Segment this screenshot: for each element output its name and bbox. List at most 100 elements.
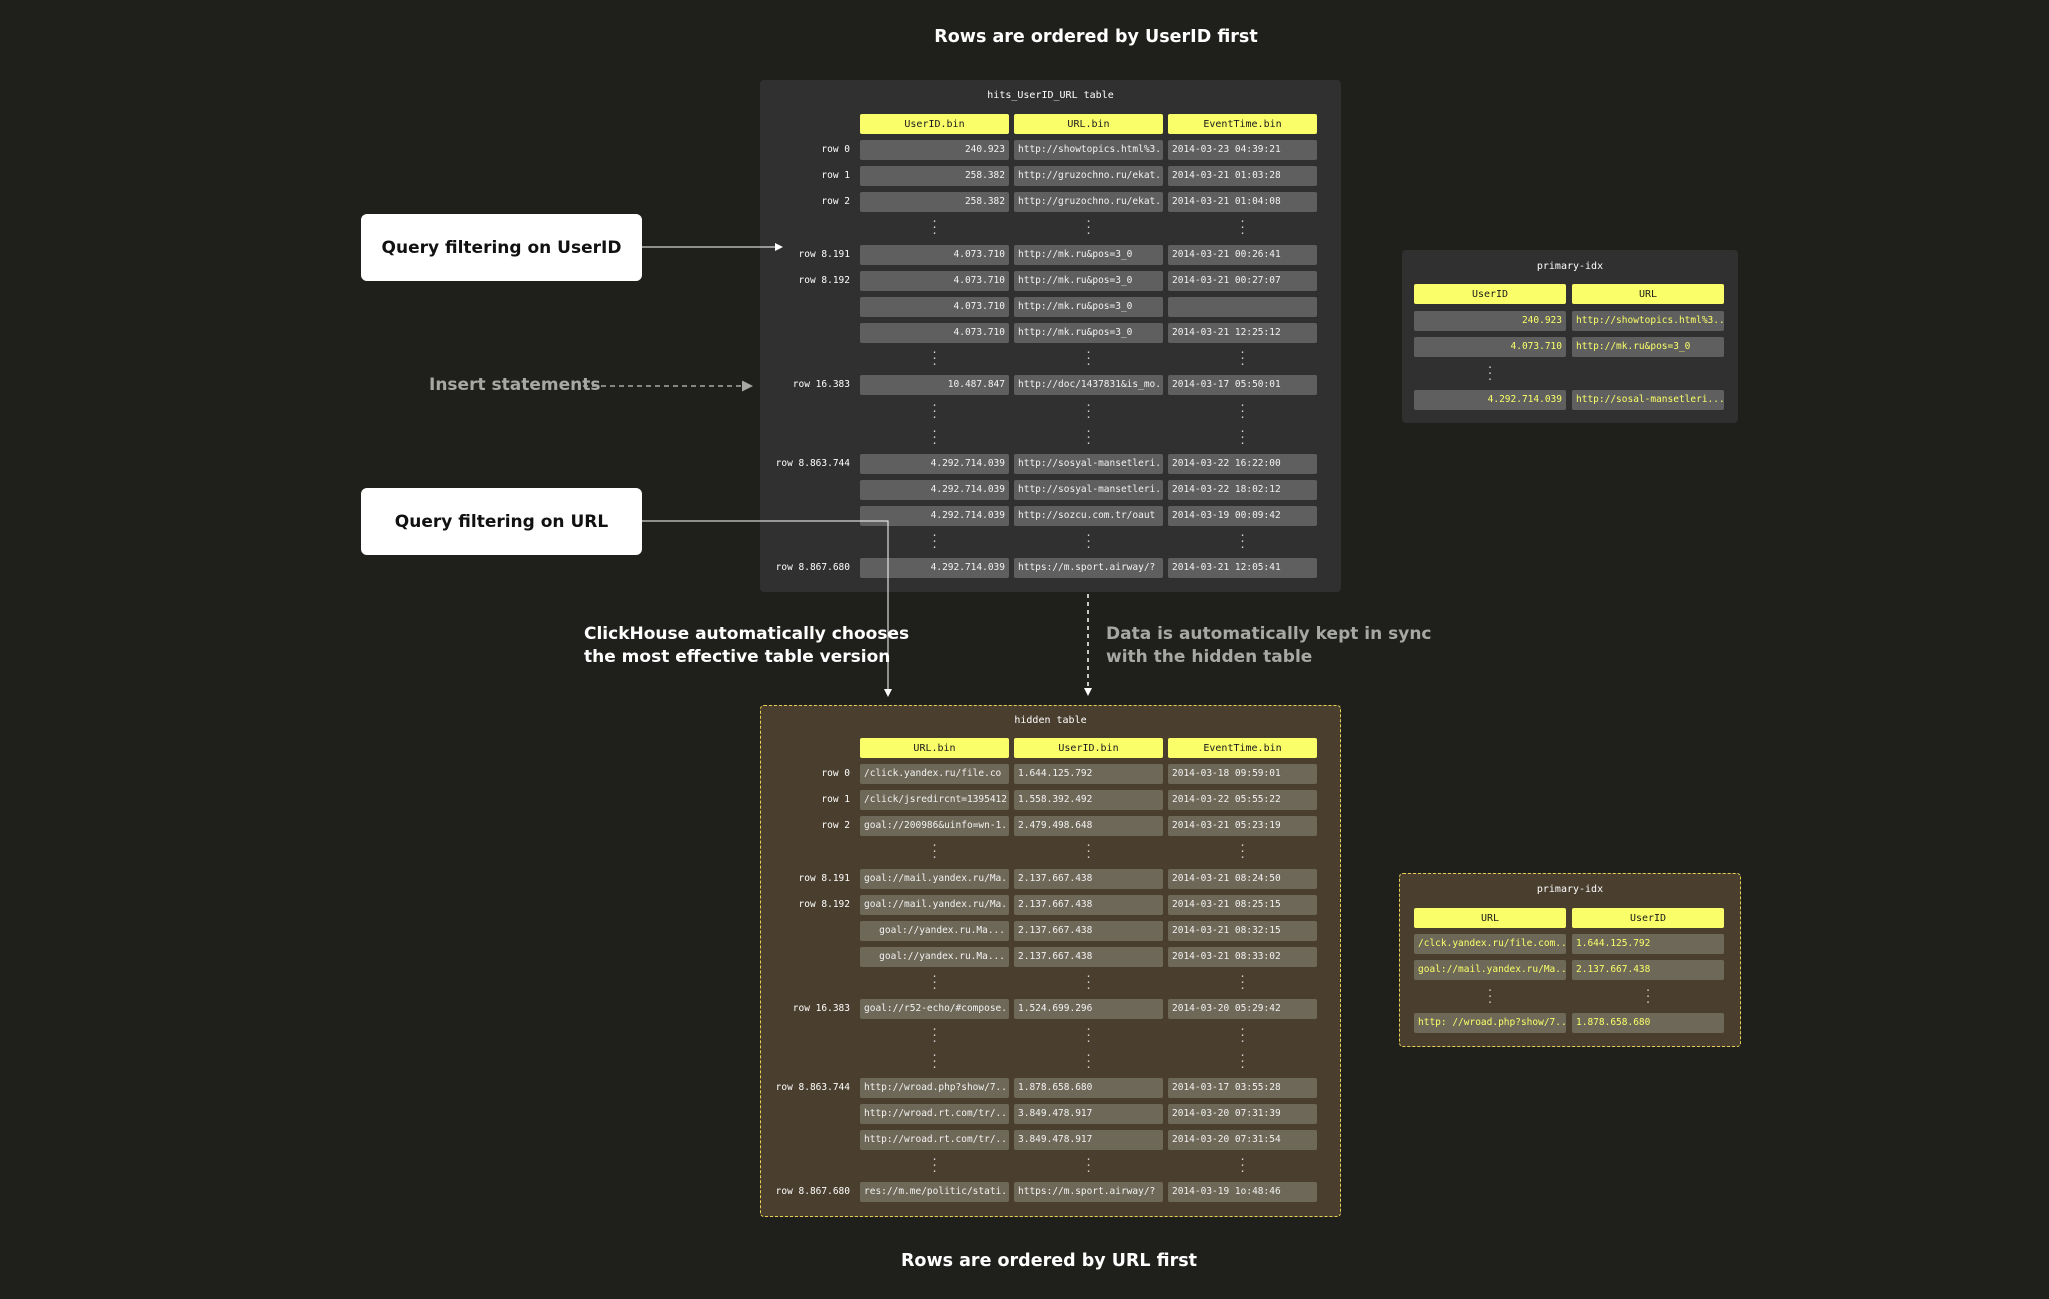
hidden_table-cell: 3.849.478.917	[1014, 1130, 1163, 1151]
top-heading: Rows are ordered by UserID first	[934, 27, 1258, 47]
main_table-row-label: row 2	[821, 196, 850, 208]
hidden_table-cell: res://m.me/politic/stati...	[860, 1182, 1009, 1203]
main_table-cell: https://m.sport.airway/?	[1014, 558, 1163, 579]
main_table-ellipsis: · · ·	[1085, 346, 1092, 372]
hidden_table-cell: goal://r52-echo/#compose...	[860, 999, 1009, 1020]
main_table-cell: http://gruzochno.ru/ekat...	[1014, 192, 1163, 213]
main_table-cell: http://mk.ru&pos=3_0	[1014, 244, 1163, 265]
main_table-ellipsis: · · ·	[1239, 398, 1246, 424]
main_table-header-1: URL.bin	[1014, 114, 1163, 134]
hidden_table-row-label: row 8.191	[798, 872, 850, 884]
main_table-row-label: row 0	[821, 144, 850, 155]
hidden_table-row-label: row 0	[821, 768, 850, 779]
main_table-cell: http://mk.ru&pos=3_0	[1014, 270, 1163, 291]
hidden_table-cell: goal://mail.yandex.ru/Ma...	[860, 868, 1009, 889]
bottom-heading: Rows are ordered by URL first	[900, 1251, 1198, 1271]
hidden_table-ellipsis: · · ·	[1239, 1022, 1246, 1048]
main_table-cell: http://sosyal-mansetleri...	[1014, 479, 1163, 500]
main_table-ellipsis: · · ·	[1085, 529, 1092, 555]
main_table-row-label: row 8.191	[798, 248, 850, 260]
main_table-cell: 2014-03-21 01:03:28	[1168, 166, 1317, 187]
hidden_table-cell: 2014-03-20 07:31:54	[1168, 1130, 1317, 1151]
hidden_table-ellipsis: · · ·	[1085, 1022, 1092, 1048]
main_table-ellipsis: · · ·	[931, 424, 938, 450]
main_table-ellipsis: · · ·	[1085, 215, 1092, 241]
insert-statements-label: Insert statements	[429, 375, 601, 395]
hidden_table-cell: 2.137.667.438	[1014, 947, 1163, 968]
primary_idx_top-header-0: UserID	[1414, 284, 1566, 304]
hidden_table-cell: 2014-03-20 05:29:42	[1168, 999, 1317, 1020]
hidden_table-cell: 2.479.498.648	[1014, 816, 1163, 837]
hidden_table-header-1: UserID.bin	[1014, 738, 1163, 758]
hidden_table-cell: /click/jsredircnt=1395412...	[860, 790, 1009, 811]
primary_idx_top-cell: http://sosal-mansetleri...	[1572, 389, 1724, 410]
hidden_table-cell: 2014-03-21 08:25:15	[1168, 894, 1317, 915]
primary_idx_top-cell: http://mk.ru&pos=3_0	[1572, 337, 1724, 358]
query-url-box: Query filtering on URL	[361, 488, 642, 555]
primary_idx_bottom-cell: /clck.yandex.ru/file.com...	[1414, 934, 1566, 954]
main_table-ellipsis: · · ·	[931, 215, 938, 241]
hidden_table-cell: 2014-03-19 1o:48:46	[1168, 1182, 1317, 1203]
main_table-row-label: row 8.863.744	[775, 457, 850, 469]
main_table-cell: 2014-03-21 00:27:07	[1168, 270, 1317, 291]
main_table-cell: 240.923	[860, 140, 1009, 160]
primary_idx_bottom-header-0: URL	[1414, 908, 1566, 928]
hidden_table-cell: /click.yandex.ru/file.co ...	[860, 764, 1009, 784]
hidden_table-row-label: row 8.192	[798, 898, 850, 910]
primary_idx_bottom-ellipsis: · · ·	[1644, 983, 1652, 1009]
hidden_table-cell: 2014-03-18 09:59:01	[1168, 764, 1317, 784]
hidden-table-title: hidden table	[1014, 715, 1087, 726]
sync-note: Data is automatically kept in sync with …	[1106, 624, 1432, 667]
hidden_table-cell: 1.644.125.792	[1014, 764, 1163, 784]
hidden_table-cell: goal://200986&uinfo=wn-1...	[860, 816, 1009, 837]
main_table-header-0: UserID.bin	[860, 114, 1009, 134]
primary_idx_bottom-cell: http: //wroad.php?show/7...	[1414, 1013, 1566, 1034]
hidden_table-cell: goal://yandex.ru.Ma...	[860, 947, 1009, 968]
auto-choose-note: ClickHouse automatically chooses the mos…	[584, 624, 910, 667]
main_table-cell: http://doc/1437831&is_mo...	[1014, 375, 1163, 396]
hidden_table-ellipsis: · · ·	[1239, 1048, 1246, 1074]
main_table-ellipsis: · · ·	[931, 529, 938, 555]
hidden_table-cell: 2014-03-21 05:23:19	[1168, 816, 1317, 837]
hidden_table-row-label: row 16.383	[792, 1003, 850, 1015]
hidden_table-cell: https://m.sport.airway/?	[1014, 1182, 1163, 1203]
main_table-cell: 4.073.710	[860, 270, 1009, 291]
hidden_table-cell: 2.137.667.438	[1014, 920, 1163, 941]
main_table-cell: 2014-03-22 16:22:00	[1168, 453, 1317, 474]
main_table-ellipsis: · · ·	[1239, 215, 1246, 241]
hidden_table-ellipsis: · · ·	[1239, 839, 1246, 865]
main_table-cell	[1168, 296, 1317, 317]
hidden_table-ellipsis: · · ·	[931, 1048, 938, 1074]
primary_idx_top-cell: 4.073.710	[1414, 337, 1566, 358]
main_table-cell: http://sozcu.com.tr/oaut	[1014, 506, 1163, 527]
hidden_table-ellipsis: · · ·	[1085, 839, 1092, 865]
query-userid-box: Query filtering on UserID	[361, 214, 642, 281]
primary_idx_top-cell: 4.292.714.039	[1414, 389, 1566, 410]
main_table-ellipsis: · · ·	[1085, 424, 1092, 450]
primary_idx_bottom-cell: 1.644.125.792	[1572, 934, 1724, 954]
hidden_table-ellipsis: · · ·	[1239, 970, 1246, 996]
hidden_table-ellipsis: · · ·	[931, 1022, 938, 1048]
primary_idx_top-header-1: URL	[1572, 284, 1724, 304]
main_table-cell: http://gruzochno.ru/ekat...	[1014, 166, 1163, 187]
hidden_table-cell: 2014-03-20 07:31:39	[1168, 1103, 1317, 1124]
main_table-cell: 2014-03-21 01:04:08	[1168, 192, 1317, 213]
main-table-title: hits_UserID_URL table	[987, 90, 1114, 101]
primary_idx_bottom-cell: 2.137.667.438	[1572, 960, 1724, 981]
main_table-cell: 2014-03-21 12:05:41	[1168, 558, 1317, 579]
main_table-ellipsis: · · ·	[1239, 346, 1246, 372]
primary_idx_bottom-header-1: UserID	[1572, 908, 1724, 928]
hidden_table-cell: 1.878.658.680	[1014, 1077, 1163, 1098]
main_table-cell: 2014-03-17 05:50:01	[1168, 375, 1317, 396]
main_table-cell: 4.292.714.039	[860, 453, 1009, 474]
hidden_table-cell: http://wroad.rt.com/tr/...	[860, 1103, 1009, 1124]
main_table-header-2: EventTime.bin	[1168, 114, 1317, 134]
primary_idx_bottom-cell: goal://mail.yandex.ru/Ma...	[1414, 960, 1566, 981]
main_table-row-label: row 1	[821, 170, 850, 182]
main_table-cell: 2014-03-19 00:09:42	[1168, 506, 1317, 527]
primary_idx_top-cell: 240.923	[1414, 311, 1566, 331]
hidden_table-cell: 2014-03-22 05:55:22	[1168, 790, 1317, 811]
main_table-row-label: row 8.867.680	[775, 562, 850, 574]
